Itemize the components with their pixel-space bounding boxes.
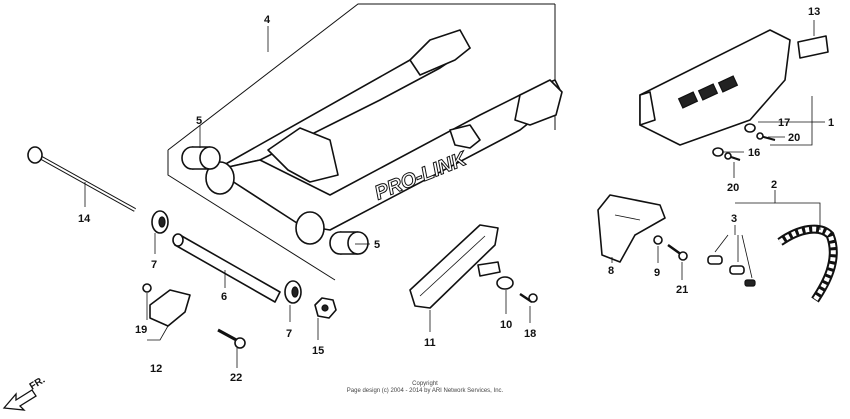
leader-lines <box>84 20 825 368</box>
callout-13[interactable]: 13 <box>808 6 820 18</box>
chain-guide-plate[interactable] <box>149 289 191 327</box>
callout-5-lower[interactable]: 5 <box>374 239 380 251</box>
callout-6[interactable]: 6 <box>221 291 227 303</box>
caution-label[interactable] <box>797 35 829 59</box>
callout-2[interactable]: 2 <box>771 179 777 191</box>
bolt-22[interactable] <box>217 328 246 349</box>
callout-22[interactable]: 22 <box>230 372 242 384</box>
callout-7-right[interactable]: 7 <box>286 328 292 340</box>
collar-10[interactable] <box>496 276 514 290</box>
master-link[interactable] <box>707 255 756 287</box>
callout-1[interactable]: 1 <box>828 117 834 129</box>
callout-15[interactable]: 15 <box>312 345 324 357</box>
bolt-18[interactable] <box>519 292 538 304</box>
callout-17[interactable]: 17 <box>778 117 790 129</box>
collar-9[interactable] <box>653 235 663 245</box>
callout-12[interactable]: 12 <box>150 363 162 375</box>
bushing-upper[interactable] <box>181 146 221 170</box>
callout-21[interactable]: 21 <box>676 284 688 296</box>
callout-10[interactable]: 10 <box>500 319 512 331</box>
callout-18[interactable]: 18 <box>524 328 536 340</box>
front-direction-arrow-icon: FR. <box>2 375 47 411</box>
bolt-20-upper[interactable] <box>756 132 776 141</box>
pivot-nut[interactable] <box>314 297 337 319</box>
seal-right[interactable] <box>284 280 302 304</box>
callout-14[interactable]: 14 <box>78 213 91 225</box>
bushing-lower[interactable] <box>329 231 369 255</box>
pivot-bolt[interactable] <box>27 146 136 212</box>
callout-20-lower[interactable]: 20 <box>727 182 739 194</box>
bolt-20-lower[interactable] <box>724 152 741 161</box>
chain-case[interactable] <box>639 29 791 146</box>
copyright-footer: Copyright Page design (c) 2004 - 2014 by… <box>0 381 850 395</box>
bolt-19[interactable] <box>142 283 152 293</box>
chain-slider[interactable] <box>409 224 501 309</box>
callout-7-left[interactable]: 7 <box>151 259 157 271</box>
callout-3[interactable]: 3 <box>731 213 737 225</box>
swingarm[interactable]: PRO-LINK <box>205 29 563 245</box>
page-design-line: Page design (c) 2004 - 2014 by ARI Netwo… <box>346 388 504 394</box>
copyright-line: Copyright <box>412 381 438 387</box>
callout-19[interactable]: 19 <box>135 324 147 336</box>
callout-16[interactable]: 16 <box>748 147 760 159</box>
pivot-collar[interactable] <box>172 233 281 303</box>
callout-11[interactable]: 11 <box>424 337 436 349</box>
seal-left[interactable] <box>151 210 169 234</box>
bolt-21[interactable] <box>667 243 688 261</box>
washer-16[interactable] <box>712 147 724 157</box>
callout-9[interactable]: 9 <box>654 267 660 279</box>
drive-chain[interactable] <box>777 224 838 303</box>
washer-17[interactable] <box>744 123 756 133</box>
callout-4[interactable]: 4 <box>264 14 271 26</box>
callout-5-upper[interactable]: 5 <box>196 115 202 127</box>
chain-guide[interactable] <box>597 194 666 263</box>
callout-20-upper[interactable]: 20 <box>788 132 800 144</box>
callout-8[interactable]: 8 <box>608 265 614 277</box>
